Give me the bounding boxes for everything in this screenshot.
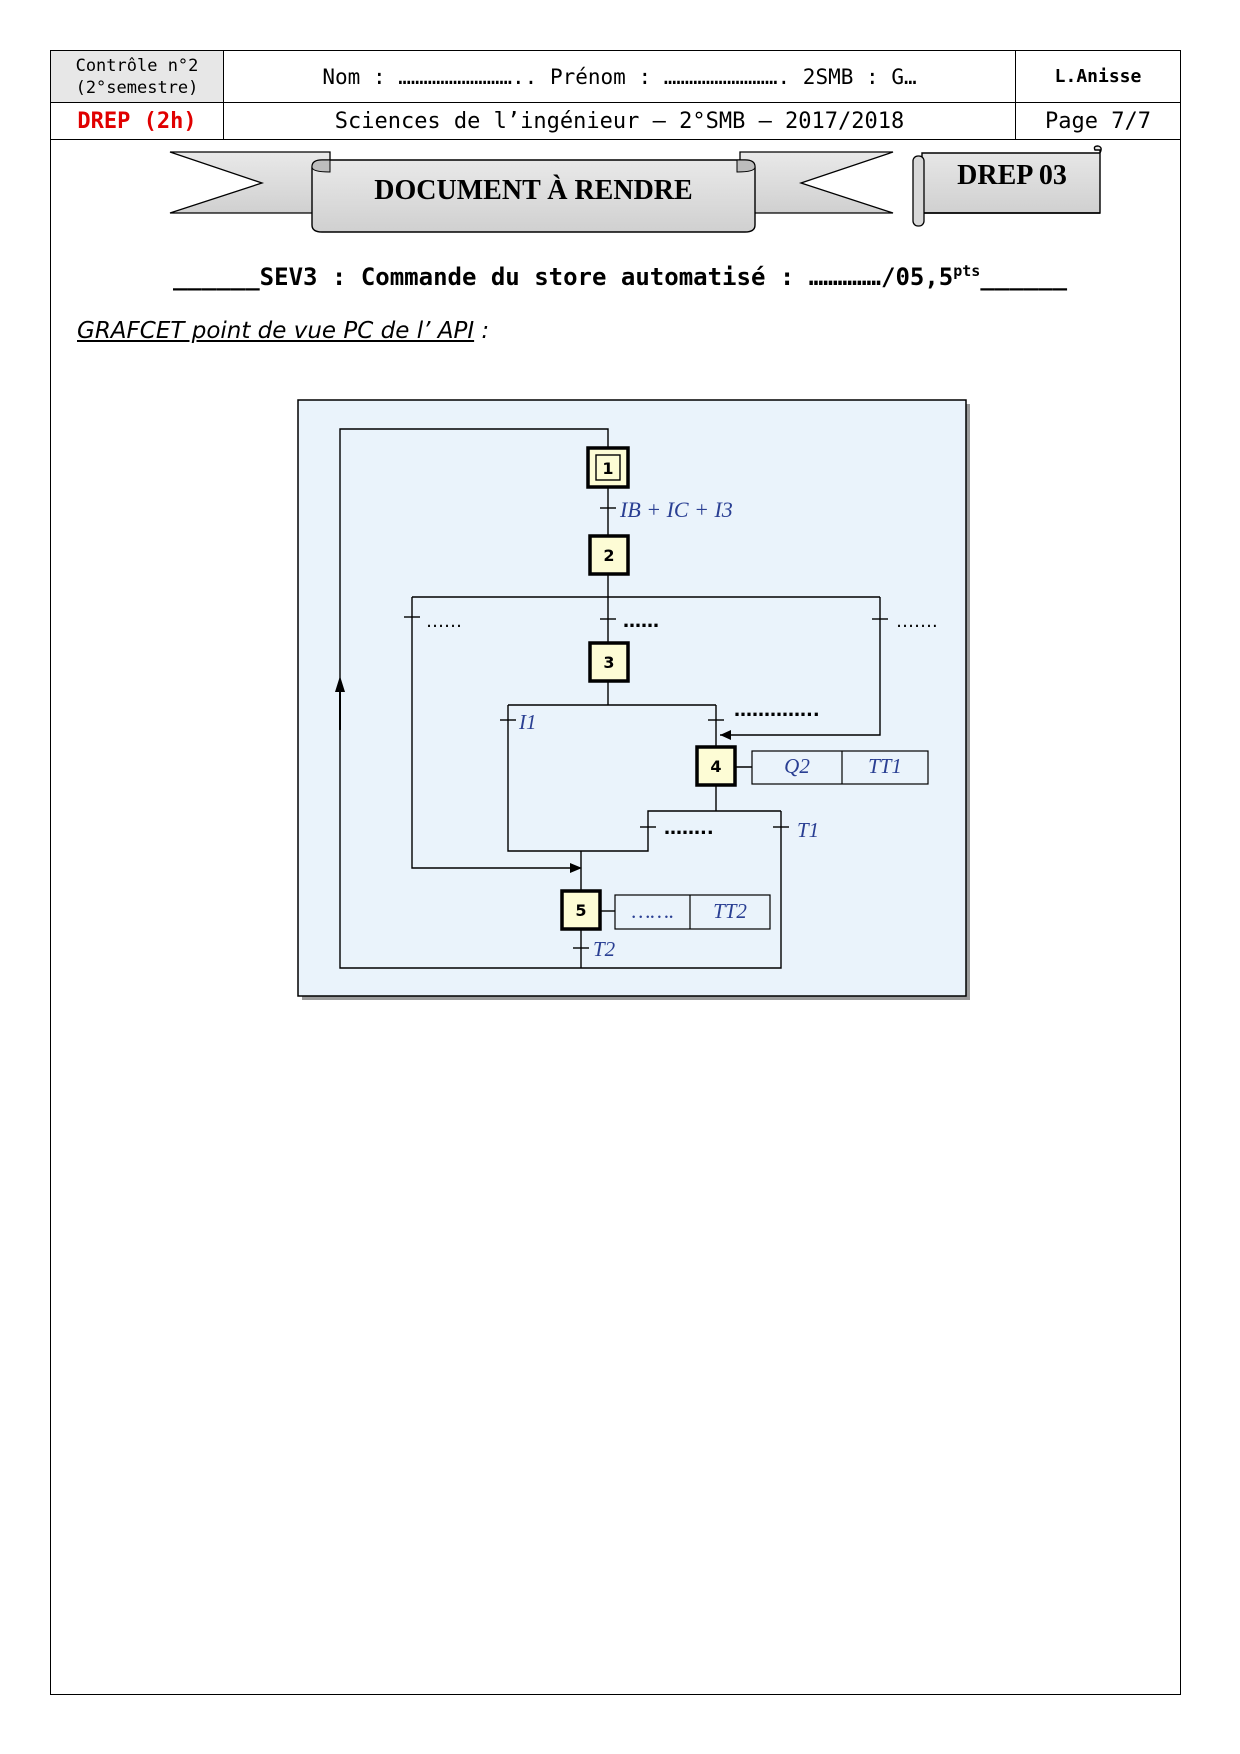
step-4: 4 bbox=[695, 745, 737, 787]
teacher-name: L.Anisse bbox=[1015, 50, 1181, 103]
page-number: Page 7/7 bbox=[1015, 102, 1181, 140]
step-5: 5 bbox=[560, 889, 602, 931]
transition-left-blank: …… bbox=[426, 611, 462, 632]
dash-left: ______ bbox=[172, 263, 260, 291]
ribbon-left-tail bbox=[169, 151, 331, 214]
header-table: Contrôle n°2 (2°semestre) Nom : ……………………… bbox=[50, 50, 1181, 140]
transition-t2: T2 bbox=[593, 937, 616, 961]
semester-label: (2°semestre) bbox=[75, 77, 199, 98]
grafcet-heading-colon: : bbox=[474, 318, 490, 344]
drep-label: DREP (2h) bbox=[50, 102, 224, 140]
action-blank: ……. bbox=[632, 899, 675, 923]
banner-title: DOCUMENT À RENDRE bbox=[374, 175, 693, 206]
step-4-actions: Q2 TT1 bbox=[751, 750, 929, 785]
transition-right-blank: ……. bbox=[896, 611, 938, 632]
step-3: 3 bbox=[588, 641, 630, 683]
step-4-label: 4 bbox=[710, 757, 721, 776]
control-label: Contrôle n°2 bbox=[75, 55, 199, 76]
section-heading: ______SEV3 : Commande du store automatis… bbox=[0, 262, 1240, 291]
step-1: 1 bbox=[586, 446, 630, 489]
transition-i1: I1 bbox=[518, 710, 537, 734]
dash-right: ______ bbox=[980, 263, 1068, 291]
action-tt1: TT1 bbox=[868, 754, 902, 778]
step-1-label: 1 bbox=[602, 459, 613, 478]
step-2: 2 bbox=[588, 534, 630, 576]
section-label: SEV3 : Commande du store automatisé : ……… bbox=[259, 263, 954, 291]
action-q2: Q2 bbox=[784, 754, 810, 778]
step-2-label: 2 bbox=[603, 546, 614, 565]
transition-t1: T1 bbox=[797, 818, 819, 842]
banner-graphics bbox=[169, 145, 1102, 233]
grafcet-heading: GRAFCET point de vue PC de l’ API : bbox=[77, 318, 489, 344]
transition-to-step5-blank: …….. bbox=[664, 818, 714, 839]
transition-to-step4-blank: ………….. bbox=[734, 700, 820, 721]
course-title: Sciences de l’ingénieur – 2°SMB – 2017/2… bbox=[223, 102, 1016, 140]
grafcet-diagram: 1 2 3 4 5 Q2 TT1 ……. TT2 IB + IC + I3 ……… bbox=[297, 399, 970, 1000]
drep-scroll bbox=[921, 145, 1102, 214]
transition-mid-blank: …… bbox=[623, 611, 659, 632]
section-pts: pts bbox=[953, 262, 981, 280]
action-tt2: TT2 bbox=[713, 899, 747, 923]
step-5-label: 5 bbox=[575, 901, 586, 920]
step-5-actions: ……. TT2 bbox=[614, 894, 771, 930]
drep-number: DREP 03 bbox=[957, 160, 1067, 191]
transition-ib-ic-i3: IB + IC + I3 bbox=[619, 497, 733, 522]
step-3-label: 3 bbox=[603, 653, 614, 672]
grafcet-heading-text: GRAFCET point de vue PC de l’ API bbox=[77, 318, 475, 344]
